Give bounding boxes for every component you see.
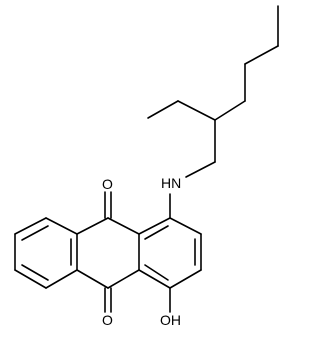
amine-label: HN xyxy=(161,175,181,191)
double-bond-inner xyxy=(144,225,169,240)
bond xyxy=(147,100,179,119)
bond xyxy=(76,269,109,289)
hydroxyl-substituent: OH xyxy=(160,287,181,328)
bond xyxy=(138,269,171,289)
bond xyxy=(138,217,171,235)
carbonyl-top: O xyxy=(102,176,113,219)
bond xyxy=(169,217,202,235)
bond xyxy=(107,269,140,289)
double-bond-inner xyxy=(21,264,49,281)
left-benzene-ring xyxy=(14,217,78,289)
central-quinone-ring xyxy=(76,217,140,289)
carbonyl-bottom: O xyxy=(102,287,113,328)
double-bond-inner xyxy=(21,225,49,241)
ethylhexyl-chain xyxy=(147,5,279,163)
bond xyxy=(185,161,216,178)
bond xyxy=(76,217,109,235)
bond xyxy=(14,269,47,289)
structure-canvas: O O HN OH xyxy=(14,5,279,328)
bond xyxy=(45,269,78,289)
bond xyxy=(169,269,202,289)
amine-substituent: HN xyxy=(161,161,216,219)
right-aromatic-ring xyxy=(138,217,202,289)
bond xyxy=(177,100,216,121)
bond xyxy=(14,217,47,235)
oxygen-bottom-label: O xyxy=(102,312,113,328)
bond xyxy=(244,45,279,65)
bond xyxy=(214,100,246,121)
molecule-diagram: O O HN OH xyxy=(14,5,279,328)
double-bond-inner xyxy=(144,264,169,281)
hydroxyl-label: OH xyxy=(160,312,181,328)
oxygen-top-label: O xyxy=(102,176,113,192)
bond xyxy=(107,217,140,235)
bond xyxy=(45,217,78,235)
